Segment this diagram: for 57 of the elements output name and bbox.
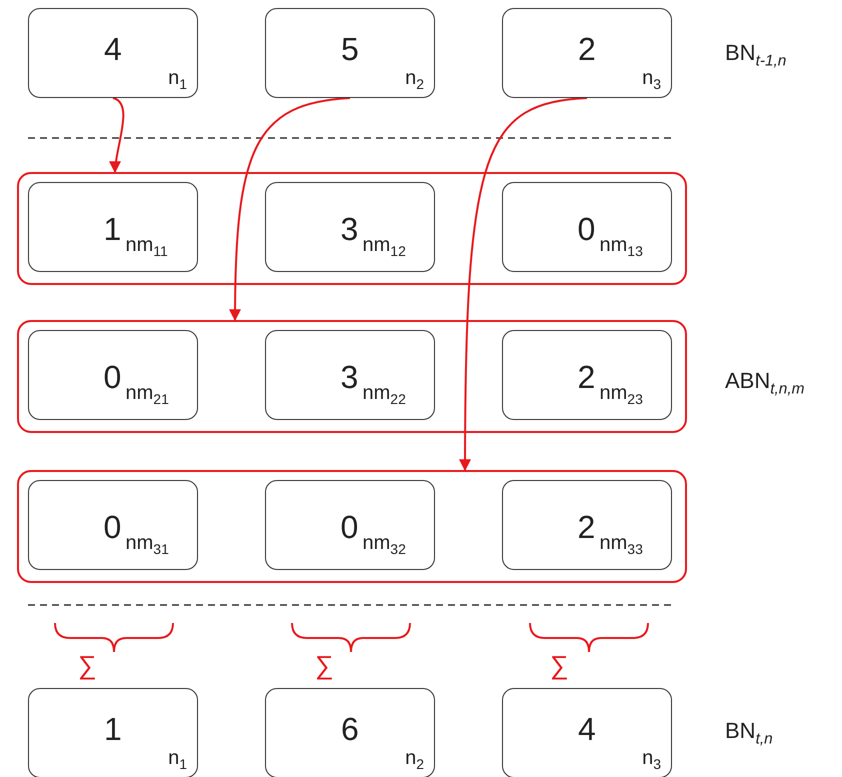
index-label: nm$_{12}$ [362,235,406,258]
value: 2 [578,361,596,393]
value-box [28,688,198,777]
value: 6 [341,713,359,745]
value: 0 [104,511,122,543]
value: 3 [340,213,358,245]
value-box [264,182,434,272]
sum-sign: ∑ [78,652,97,678]
index-label: nm$_{32}$ [362,533,406,556]
index-label: nm$_{11}$ [126,235,168,258]
value-box [502,8,672,98]
value-box [502,182,672,272]
value-box [502,480,672,570]
value: 5 [341,33,359,65]
group-frame [17,320,687,433]
arrow [459,97,588,472]
index-label: n$_{1}$ [168,748,187,771]
value-box [264,330,434,420]
value: 2 [578,511,596,543]
index-label: nm$_{22}$ [362,383,406,406]
value: 1 [104,213,122,245]
arrow [110,97,124,174]
group-frame [17,172,687,285]
value: 0 [104,361,122,393]
value: 0 [578,213,596,245]
value: 2 [578,33,596,65]
value: 0 [340,511,358,543]
group-frame [17,470,687,583]
row-label: BN$_{t,n}$ [725,718,773,748]
value: 4 [578,713,596,745]
index-label: nm$_{23}$ [600,383,643,406]
index-label: nm$_{13}$ [600,235,643,258]
value-box [265,8,435,98]
index-label: nm$_{33}$ [600,533,643,556]
value: 1 [104,713,122,745]
index-label: n$_{2}$ [405,748,424,771]
value-box [28,480,198,570]
row-label: BN$_{t-1,n}$ [725,40,786,70]
value-box [28,8,198,98]
value-box [502,688,672,777]
index-label: n$_{2}$ [405,68,424,91]
value-box [264,480,434,570]
index-label: nm$_{31}$ [126,533,169,556]
index-label: n$_{1}$ [168,68,187,91]
value: 4 [104,33,122,65]
index-label: n$_{3}$ [642,68,661,91]
row-label: ABN$_{t,n,m}$ [725,368,804,398]
sum-sign: ∑ [315,652,334,678]
arrow [229,97,350,322]
sum-sign: ∑ [550,652,569,678]
value: 3 [340,361,358,393]
value-box [28,330,198,420]
value-box [502,330,672,420]
index-label: n$_{3}$ [642,748,661,771]
index-label: nm$_{21}$ [126,383,169,406]
value-box [265,688,435,777]
value-box [28,182,198,272]
